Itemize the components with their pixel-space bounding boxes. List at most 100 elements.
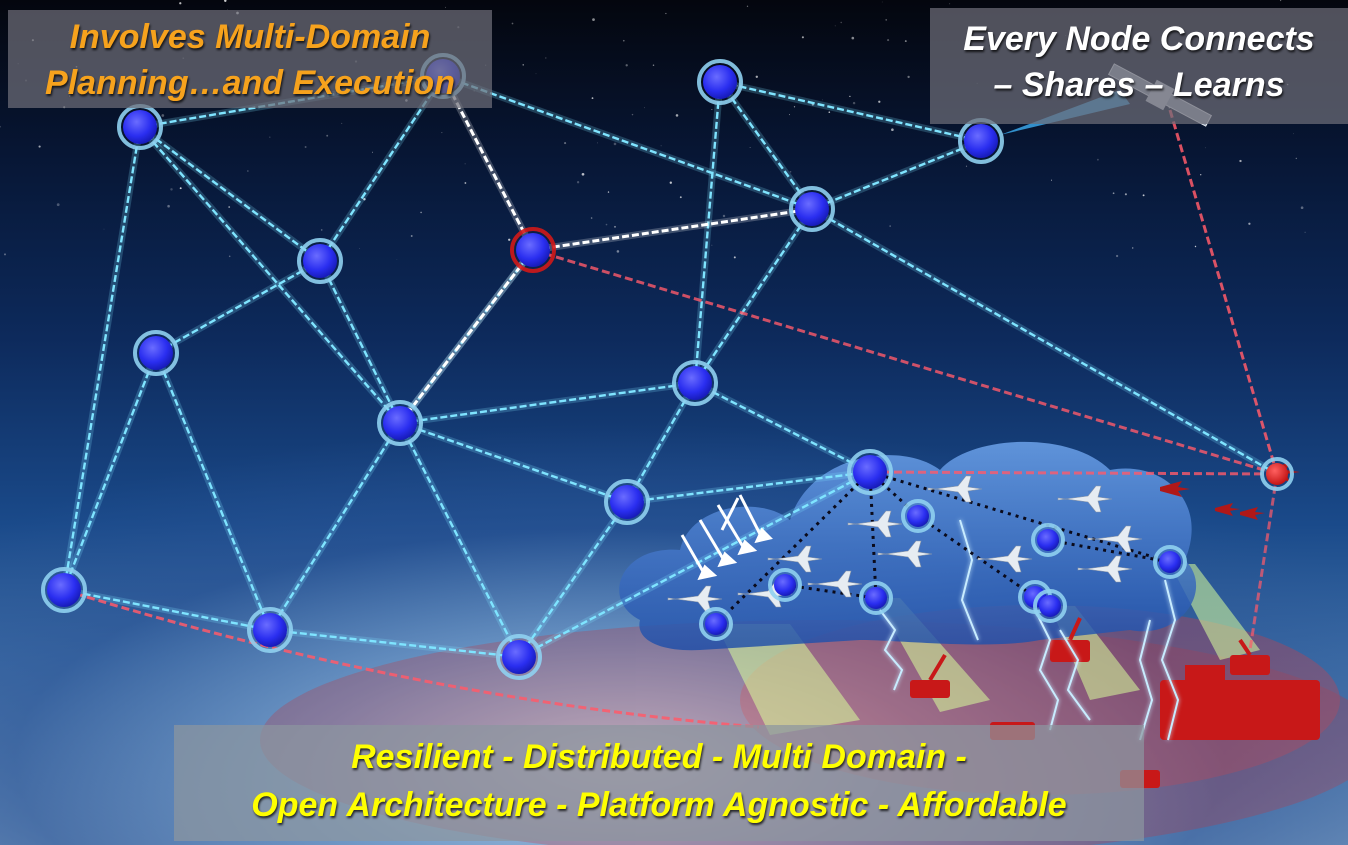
star xyxy=(605,223,608,226)
network-link xyxy=(398,422,521,658)
star xyxy=(904,40,907,43)
star xyxy=(592,18,595,21)
network-node xyxy=(117,104,163,150)
aircraft-icon xyxy=(977,545,1033,573)
aircraft-icon xyxy=(1057,485,1113,513)
star xyxy=(372,151,373,153)
radar-cone-icon xyxy=(716,624,860,735)
star xyxy=(545,57,547,59)
caption-line: Open Architecture - Platform Agnostic - … xyxy=(251,786,1067,824)
star xyxy=(1097,158,1099,161)
star xyxy=(665,12,667,15)
star xyxy=(644,107,645,109)
star xyxy=(596,142,598,144)
star xyxy=(396,259,398,260)
network-link xyxy=(518,501,628,658)
star xyxy=(581,172,585,176)
enemy-aircraft-icon xyxy=(1160,481,1190,497)
star xyxy=(179,187,182,190)
star xyxy=(56,203,60,207)
lightning-icon xyxy=(1034,609,1060,731)
lightning-icon xyxy=(879,609,904,691)
star xyxy=(889,225,891,227)
star xyxy=(789,114,790,116)
star xyxy=(441,132,443,134)
star xyxy=(851,36,855,40)
star xyxy=(522,64,524,66)
star xyxy=(722,214,726,218)
star xyxy=(179,2,182,5)
network-link xyxy=(63,588,271,632)
aircraft-icon xyxy=(847,510,903,538)
network-link xyxy=(318,260,402,424)
caption-line: – Shares – Learns xyxy=(993,66,1285,104)
star xyxy=(1131,247,1134,249)
star xyxy=(38,145,41,148)
command-center-icon xyxy=(1160,680,1320,740)
star xyxy=(711,244,713,246)
network-links xyxy=(60,72,1279,729)
network-link xyxy=(694,381,871,474)
star xyxy=(224,0,227,3)
enemy-aircraft-icon xyxy=(1240,507,1265,520)
network-link xyxy=(693,81,722,384)
ground-vehicle-icon xyxy=(910,680,950,698)
star xyxy=(511,22,514,25)
star xyxy=(535,73,537,75)
star xyxy=(660,145,662,147)
star xyxy=(1204,147,1206,149)
star xyxy=(1279,0,1282,2)
star xyxy=(247,170,249,172)
ground-vehicle-icon xyxy=(1050,640,1090,662)
star xyxy=(228,255,231,258)
star xyxy=(341,122,343,124)
caption-top-right: Every Node Connects – Shares – Learns xyxy=(930,8,1348,124)
caption-line: Involves Multi-Domain xyxy=(69,18,431,56)
network-node xyxy=(1153,545,1187,579)
star xyxy=(625,64,628,67)
star xyxy=(669,181,672,184)
star xyxy=(965,165,968,167)
star xyxy=(576,181,580,184)
lightning-group xyxy=(879,519,1180,741)
star xyxy=(733,256,736,259)
star xyxy=(1295,157,1297,160)
command-link xyxy=(532,207,813,252)
star xyxy=(228,206,231,208)
star xyxy=(1124,193,1127,196)
aircraft-icon xyxy=(877,540,933,568)
star xyxy=(269,136,271,138)
star xyxy=(591,97,594,99)
network-link xyxy=(719,81,813,210)
ground-vehicle-icon xyxy=(1230,655,1270,675)
network-node xyxy=(377,400,423,446)
star xyxy=(793,106,796,108)
lightning-icon xyxy=(1059,629,1091,721)
star xyxy=(613,142,617,146)
star xyxy=(103,228,105,230)
network-node xyxy=(901,499,935,533)
star xyxy=(4,253,6,256)
star xyxy=(881,1,883,3)
enemy-aircraft-icon xyxy=(1215,503,1240,516)
network-node xyxy=(133,330,179,376)
aircraft-icon xyxy=(807,570,863,598)
network-node xyxy=(697,59,743,105)
star xyxy=(420,211,422,214)
star xyxy=(161,114,165,117)
star xyxy=(789,170,792,173)
command-node xyxy=(510,227,556,273)
lightning-icon xyxy=(1160,579,1180,741)
command-link xyxy=(398,249,535,424)
star xyxy=(616,250,620,253)
star xyxy=(1112,192,1115,195)
star xyxy=(907,75,910,79)
star xyxy=(679,196,682,199)
star xyxy=(891,128,894,131)
threat-link xyxy=(532,248,1278,476)
star xyxy=(949,3,951,5)
threat-node xyxy=(1260,457,1294,491)
network-link xyxy=(319,75,444,262)
network-link xyxy=(139,126,321,262)
